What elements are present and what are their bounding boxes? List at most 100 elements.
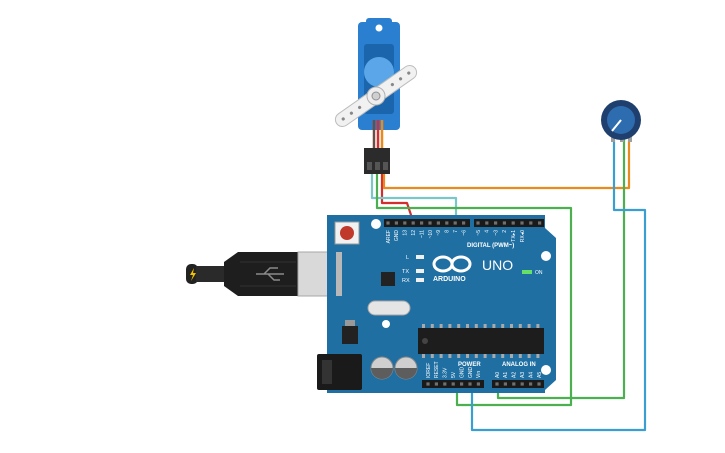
pin-hole[interactable] [451,382,455,386]
atmega-chip [418,328,544,354]
pin-hole[interactable] [511,221,515,225]
potentiometer-indicator [611,119,622,132]
pin-label: IOREF [426,363,432,378]
wire-green-5v[interactable] [375,170,573,407]
pin-label: 4 [485,230,491,233]
pin-label: 2 [502,230,508,233]
mount-hole [382,320,390,328]
pin-hole[interactable] [386,221,390,225]
pin-hole[interactable] [529,221,533,225]
led-tx-label: TX [402,269,409,275]
pin-label: ~11 [419,230,425,238]
usb-cable[interactable] [186,251,339,297]
pin-label: RX◂0 [520,230,526,242]
pin-label: AREF [386,230,392,243]
led-rx-label: RX [402,278,410,284]
pin-hole[interactable] [426,382,430,386]
wire-blue-gnd[interactable] [470,138,647,432]
pin-hole[interactable] [494,221,498,225]
pin-hole[interactable] [529,382,533,386]
power-header-label: POWER [458,362,481,368]
pin-hole[interactable] [394,221,398,225]
pin-hole[interactable] [462,221,466,225]
pin-hole[interactable] [434,382,438,386]
digital-header-label: DIGITAL (PWM~) [467,243,514,249]
pin-hole[interactable] [453,221,457,225]
pin-label: GND [394,230,400,242]
pin-hole[interactable] [443,382,447,386]
servo-screw-icon [371,91,381,101]
pin-hole[interactable] [420,221,424,225]
usb-icon [256,267,284,281]
pin-label: ~6 [461,230,467,236]
pin-label: GND [459,367,465,379]
pin-hole[interactable] [403,221,407,225]
servo-mount-hole [375,24,383,32]
wire-servo-teal[interactable] [370,170,458,228]
pin-label: A3 [520,372,526,378]
pin-label: Vin [476,371,482,378]
servo-tab-top [366,18,392,28]
pin-hole[interactable] [520,382,524,386]
pin-hole[interactable] [445,221,449,225]
pin-hole[interactable] [436,221,440,225]
arduino-logo-text: ARDUINO [433,276,466,283]
servo-motor[interactable] [333,18,420,174]
pin-hole[interactable] [460,382,464,386]
potentiometer[interactable] [601,100,641,142]
pin-label: 3.3V [443,367,449,378]
pin-label: 5V [451,371,457,378]
wires [370,138,647,432]
reset-button[interactable] [340,226,354,240]
board-model: UNO [482,257,513,273]
digital-header-left[interactable] [384,219,470,227]
crystal-oscillator [367,300,411,316]
led-on-label: ON [535,270,543,276]
pin-label: GND [468,367,474,379]
usb-jack [336,252,342,296]
pin-label: RESET [434,361,440,378]
led-l [416,255,424,259]
pin-hole[interactable] [538,221,542,225]
wire-servo-signal-orange[interactable] [382,138,631,190]
led-l-label: L [406,255,409,261]
pin-label: A5 [537,372,543,378]
pin-hole[interactable] [476,382,480,386]
pin-hole[interactable] [502,221,506,225]
digital-header-right[interactable] [474,219,544,227]
arduino-uno-board[interactable]: L TX RX ON ARDUINO UNO DIGITAL (PWM~) PO… [317,215,556,393]
pin-label: A0 [495,372,501,378]
pin-label: 13 [403,230,409,236]
analog-header[interactable] [492,380,544,388]
pin-hole[interactable] [468,382,472,386]
pin-label: TX▸1 [511,230,517,242]
pin-label: A2 [512,372,518,378]
pin-hole[interactable] [495,382,499,386]
pin-label: 7 [453,230,459,233]
pin-hole[interactable] [411,221,415,225]
chip-legs [422,324,540,358]
pin-hole[interactable] [476,221,480,225]
pin-label: 12 [411,230,417,236]
pin-label: ~5 [476,230,482,236]
pin-label: ~10 [428,230,434,239]
usb-chip [381,272,395,286]
led-on [522,270,532,274]
pin-hole[interactable] [537,382,541,386]
pin-hole[interactable] [485,221,489,225]
analog-header-label: ANALOG IN [502,362,536,368]
pin-hole[interactable] [520,221,524,225]
servo-connector[interactable] [364,148,390,174]
mount-hole [541,365,551,375]
arduino-infinity-icon [432,255,472,273]
pin-hole[interactable] [428,221,432,225]
mount-hole [541,251,551,261]
pin-label: ~9 [436,230,442,236]
pin-hole[interactable] [512,382,516,386]
voltage-regulator [342,326,358,344]
pin-hole[interactable] [503,382,507,386]
